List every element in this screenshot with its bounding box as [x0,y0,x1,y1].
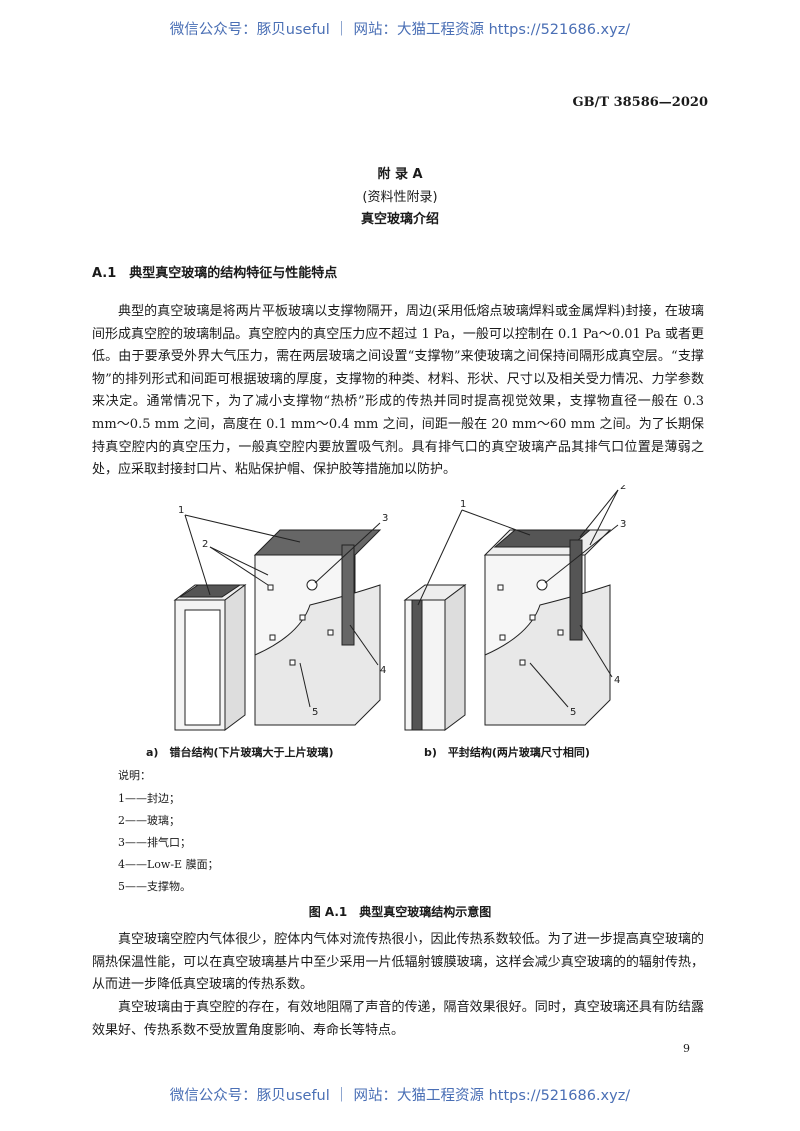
callout-5a: 5 [312,707,318,718]
figure-b-back-panel [483,529,612,726]
callout-3a: 3 [382,513,388,524]
callout-5b: 5 [570,707,576,718]
figure-title: 图 A.1 典型真空玻璃结构示意图 [308,905,492,919]
paragraph-insulation: 真空玻璃空腔内气体很少，腔体内气体对流传热很小，因此传热系数较低。为了进一步提高… [92,932,704,993]
paragraph-sound: 真空玻璃由于真空腔的存在，有效地阻隔了声音的传递，隔音效果很好。同时，真空玻璃还… [92,1000,704,1038]
callout-2b: 2 [620,485,626,492]
callout-4b: 4 [614,675,620,686]
legend-item: 5——支撑物。 [118,880,191,893]
callout-1a: 1 [178,505,184,516]
section-heading: A.1 典型真空玻璃的结构特征与性能特点 [92,266,338,281]
callout-2a: 2 [202,539,208,550]
appendix-title: 附 录 A [377,167,423,182]
watermark-bottom: 微信公众号：豚贝useful ｜ 网站：大猫工程资源 https://52168… [169,1088,631,1104]
appendix-name: 真空玻璃介绍 [360,212,439,227]
legend-item: 2——玻璃； [118,814,180,827]
legend-title: 说明： [118,769,151,782]
figure-a-back-panel [253,529,382,726]
standard-number: GB/T 38586—2020 [572,95,708,110]
caption-a: a) 错台结构(下片玻璃大于上片玻璃) [146,746,334,759]
callout-1b: 1 [460,499,466,510]
paragraph-structure: 典型的真空玻璃是将两片平板玻璃以支撑物隔开，周边(采用低熔点玻璃焊料或金属焊料)… [92,304,704,478]
legend-item: 4——Low-E 膜面； [118,858,219,871]
legend-item: 1——封边； [118,792,180,805]
caption-b: b) 平封结构(两片玻璃尺寸相同) [424,746,590,759]
figure-a-front-panel [173,584,247,731]
legend-item: 3——排气口； [118,836,191,849]
callout-3b: 3 [620,519,626,530]
page-number: 9 [683,1042,690,1055]
figure-b-front-panel [403,584,467,731]
vacuum-glass-figure: 1 2 3 4 5 1 2 3 4 5 [173,485,626,731]
callout-4a: 4 [380,665,386,676]
appendix-type: (资料性附录) [362,190,438,205]
watermark-top: 微信公众号：豚贝useful ｜ 网站：大猫工程资源 https://52168… [169,22,631,38]
